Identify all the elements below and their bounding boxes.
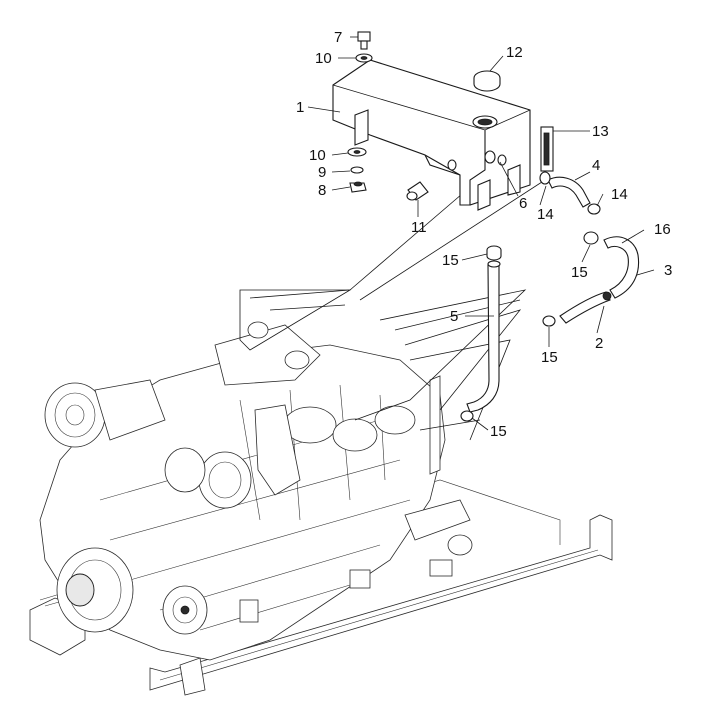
callout-5: 5 — [450, 308, 458, 325]
callout-10-top: 10 — [315, 50, 332, 67]
callout-labels: 7 10 1 10 9 8 12 13 4 14 6 14 11 16 15 3… — [296, 29, 672, 440]
clamp-pipe-bottom — [460, 410, 474, 422]
long-pipe — [466, 262, 500, 413]
engine-assembly — [29, 321, 613, 696]
callout-8: 8 — [318, 182, 326, 199]
lock-washer — [350, 166, 364, 174]
callout-15-upper: 15 — [442, 252, 459, 269]
bolt — [357, 31, 371, 50]
callout-11: 11 — [411, 219, 427, 236]
callout-13: 13 — [592, 123, 609, 140]
clamp-16 — [583, 231, 599, 245]
callout-14-mid: 14 — [537, 206, 554, 223]
level-sight-glass — [540, 126, 554, 172]
callout-7: 7 — [334, 29, 342, 46]
callout-15-lower: 15 — [490, 423, 507, 440]
expansion-tank — [332, 59, 531, 211]
callout-15-right: 15 — [571, 264, 588, 281]
callout-16: 16 — [654, 221, 671, 238]
callout-4: 4 — [592, 157, 600, 174]
hose-bent — [603, 236, 640, 299]
leader-lines — [307, 36, 655, 431]
callout-9: 9 — [318, 164, 326, 181]
clamp-2 — [542, 315, 556, 327]
clamp-upper — [539, 171, 551, 185]
callout-6: 6 — [519, 195, 527, 212]
hose-small — [547, 176, 591, 208]
callout-15-mid: 15 — [541, 349, 558, 366]
callout-2: 2 — [595, 335, 603, 352]
callout-12: 12 — [506, 44, 523, 61]
drain-fitting — [406, 181, 429, 201]
hose-lower — [559, 291, 611, 324]
callout-14-right: 14 — [611, 186, 628, 203]
callout-10-lower: 10 — [309, 147, 326, 164]
callout-1: 1 — [296, 99, 304, 116]
clamp-right — [587, 203, 601, 215]
callout-3: 3 — [664, 262, 672, 279]
filler-cap — [473, 70, 501, 92]
